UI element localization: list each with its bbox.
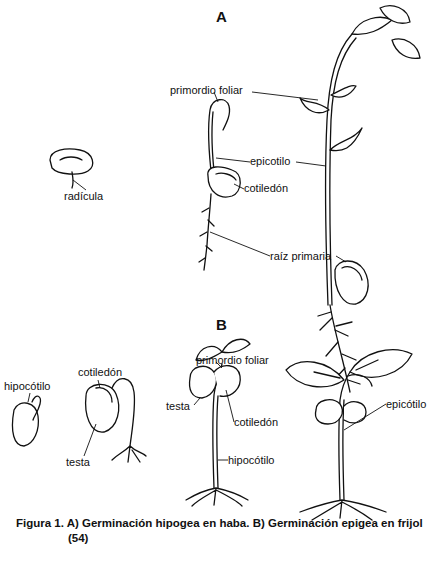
leader-line bbox=[84, 424, 96, 456]
leader-line bbox=[218, 460, 228, 461]
leader-line bbox=[210, 232, 346, 262]
leader-line bbox=[344, 404, 386, 430]
leader-line bbox=[98, 380, 100, 388]
part-label: cotiledón bbox=[234, 416, 278, 429]
part-label: cotiledón bbox=[244, 182, 288, 195]
part-label: testa bbox=[66, 456, 90, 469]
part-label: hipocótilo bbox=[228, 454, 274, 467]
leader-line bbox=[226, 390, 234, 422]
part-label: testa bbox=[166, 400, 190, 413]
plant-drawing bbox=[286, 350, 412, 520]
leader-line bbox=[28, 393, 30, 402]
leader-line bbox=[194, 398, 200, 405]
leader-line bbox=[73, 180, 86, 190]
part-label: raíz primaria bbox=[270, 250, 331, 263]
part-label: radícula bbox=[64, 190, 103, 203]
part-label: cotiledón bbox=[78, 366, 122, 379]
leader-line bbox=[234, 184, 244, 189]
seed-drawing bbox=[50, 149, 93, 188]
panel-letter: A bbox=[216, 8, 227, 25]
seedling-drawing bbox=[199, 100, 240, 270]
part-label: epicótilo bbox=[386, 398, 426, 411]
seedling-drawing bbox=[86, 379, 146, 462]
figure-caption: Figura 1. A) Germinación hipogea en haba… bbox=[16, 516, 434, 546]
part-label: primordio foliar bbox=[170, 84, 243, 97]
part-label: hipocótilo bbox=[4, 380, 50, 393]
part-label: epicotilo bbox=[250, 155, 290, 168]
leader-lines bbox=[28, 92, 386, 460]
plant-drawing bbox=[300, 6, 420, 392]
seed-drawing bbox=[12, 396, 40, 446]
part-label: primordio foliar bbox=[196, 354, 269, 367]
panel-letter: B bbox=[216, 316, 227, 333]
